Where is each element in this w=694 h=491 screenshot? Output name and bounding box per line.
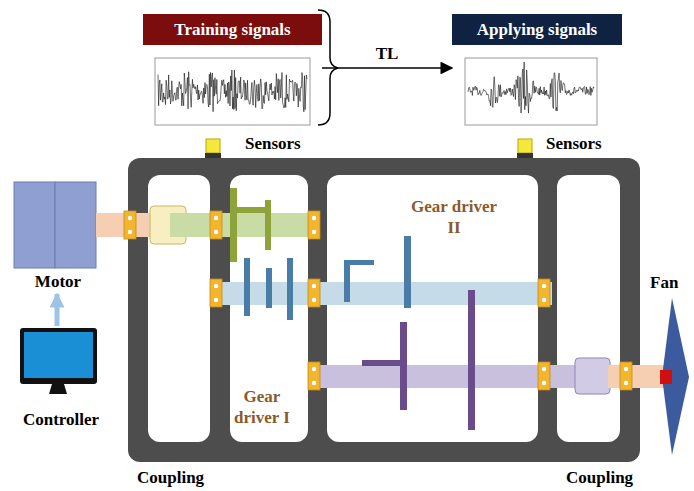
input-shaft [230,188,237,262]
signal-plot [155,58,597,125]
controller-monitor [24,332,93,378]
sensor [206,139,220,153]
bearing [214,216,218,220]
caption-text: Controller [6,410,116,430]
bearing [128,216,132,220]
gear-label: Gear driver II [408,196,500,238]
controller-monitor [20,328,97,384]
signal-plot [158,62,594,113]
motor [14,182,55,268]
bearing [128,230,132,234]
gearbox-housing [128,158,640,462]
bearing [308,211,320,239]
motor [55,182,96,268]
transfer-arrow [322,67,452,69]
title-bar: Applying signals [452,14,622,126]
bearing [210,211,222,239]
fan [660,298,689,455]
bearing [538,279,550,307]
signal-plot [465,58,597,125]
middle-shaft [266,268,272,308]
signal-trace [158,70,307,112]
gear-label: Gear driver I [222,386,302,428]
output-shaft [362,360,407,366]
coupling-label: Coupling [137,467,204,488]
title-text: Applying signals [452,14,622,45]
bearing [312,230,316,234]
bearing [542,284,546,288]
bearing [624,381,628,385]
gearbox-housing [128,158,640,462]
bearing [542,298,546,302]
input-shaft [170,213,320,237]
middle-shaft [244,258,250,316]
input-shaft [96,188,320,262]
output-shaft [608,365,672,388]
bearing [538,362,550,390]
bearing [312,367,316,371]
bearing [624,367,628,371]
sensor-label: Sensors [546,133,602,154]
title-bar: Training signals [143,14,322,126]
coupling-label: Coupling [566,467,633,488]
middle-shaft [344,262,350,302]
middle-shaft [404,236,411,308]
controller-monitor [49,384,67,394]
motor-box: Motor [10,182,106,292]
bearing [542,381,546,385]
gearbox-housing [557,175,620,442]
control-arrow [55,294,60,326]
bearing [308,279,320,307]
output-shaft [468,290,475,430]
sensor [518,139,532,153]
fan [660,370,672,384]
signal-trace [468,62,594,113]
bearing [214,230,218,234]
fan-label: Fan [650,272,678,293]
bearing [542,367,546,371]
bearing [312,381,316,385]
bearing [308,362,320,390]
bearing [312,284,316,288]
bearing [214,284,218,288]
middle-shaft [344,260,374,265]
bearing [214,298,218,302]
caption-text: Motor [10,272,106,292]
title-text: Training signals [143,14,322,45]
motor [14,182,96,268]
gearbox-housing [327,175,538,442]
bearing [124,211,136,239]
middle-shaft [216,236,552,320]
bearing [620,362,632,390]
bearing [124,211,632,390]
output-shaft [316,290,672,430]
sensor-label: Sensors [245,133,301,154]
controller-box: Controller [6,326,116,430]
bearing [312,216,316,220]
bearing [312,298,316,302]
output-shaft [575,358,610,394]
middle-shaft [287,258,293,320]
signal-plot [155,58,310,125]
controller-monitor [20,328,97,394]
input-shaft [230,207,271,213]
edge-label: TL [374,44,401,64]
bearing [210,279,222,307]
